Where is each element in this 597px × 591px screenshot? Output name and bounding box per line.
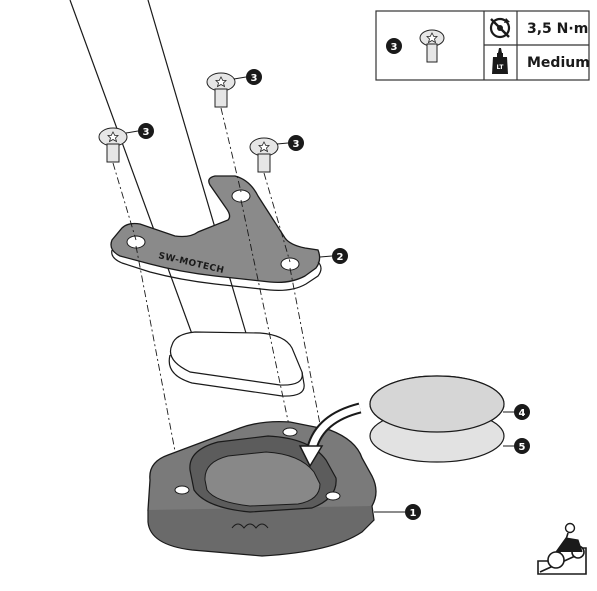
svg-text:3: 3 (251, 73, 258, 84)
spec-part-callout: 3 (386, 38, 402, 54)
threadlock-bottle-icon: LT (492, 48, 508, 74)
callout-screw-right: 3 (276, 135, 304, 151)
stand-extension-base (147, 420, 377, 557)
spec-box: 3 3,5 N·m LT Medium (375, 10, 590, 81)
threadlock-strength: Medium (527, 55, 590, 71)
callout-screw-top: 3 (233, 69, 262, 85)
callout-bracket: 2 (319, 248, 348, 264)
callout-screw-left: 3 (125, 123, 154, 139)
original-stand-foot (168, 331, 305, 397)
callout-pad-5: 5 (503, 438, 530, 454)
callouts: 3 3 3 2 4 5 1 (125, 69, 530, 520)
torque-value: 3,5 N·m (527, 21, 588, 37)
svg-text:1: 1 (410, 508, 417, 519)
threadlock-label: LT (497, 64, 505, 71)
svg-text:4: 4 (519, 408, 526, 419)
screw-right (249, 137, 279, 173)
insertion-arrow (298, 402, 362, 468)
screw-left (98, 127, 128, 163)
rubber-pad-5 (369, 375, 505, 463)
bracket-plate: SW-MOTECH (110, 175, 322, 291)
svg-text:2: 2 (337, 252, 344, 263)
spec-part-number: 3 (391, 42, 398, 53)
screw-icon (419, 29, 445, 63)
callout-base: 1 (374, 504, 421, 520)
svg-text:5: 5 (519, 442, 526, 453)
torque-wrench-icon (489, 17, 511, 39)
kickstand-tube (69, 0, 249, 346)
callout-pad-4: 4 (503, 404, 530, 420)
svg-text:3: 3 (143, 127, 150, 138)
motorcycle-kickstand-icon (537, 522, 587, 575)
svg-text:3: 3 (293, 139, 300, 150)
screw-top (206, 72, 236, 108)
